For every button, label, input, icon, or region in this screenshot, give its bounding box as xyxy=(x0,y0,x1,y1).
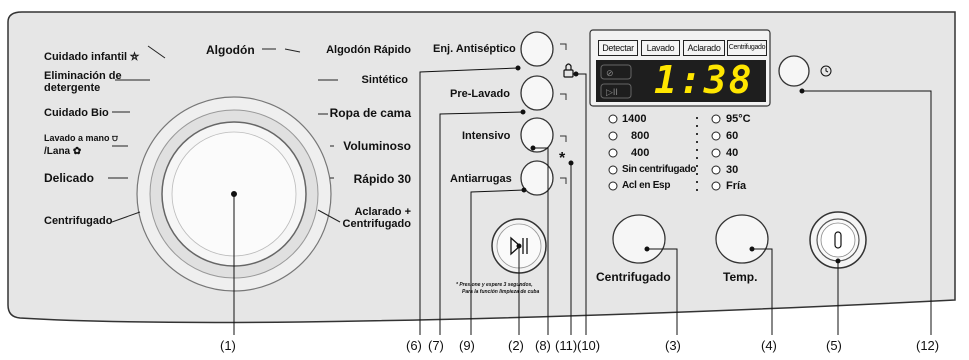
display-screen xyxy=(596,60,766,102)
temp-30: 30 xyxy=(726,164,739,176)
start-note-line2: Para la función limpieza de cuba xyxy=(462,289,540,295)
enj-antiseptico-button[interactable] xyxy=(521,32,553,66)
program-lavado-a-mano: Lavado a mano ⩌ xyxy=(44,133,118,143)
program-lana: /Lana ✿ xyxy=(44,146,82,157)
start-note-line1: * Presione y espere 3 segundos, xyxy=(456,282,533,288)
program-algodon: Algodón xyxy=(206,43,255,57)
hand-wash-icon: ⩌ xyxy=(112,133,118,143)
temp-40: 40 xyxy=(726,147,739,159)
temp-fria: Fría xyxy=(726,180,747,192)
power-button[interactable] xyxy=(810,212,866,268)
spin-button-shape xyxy=(612,214,666,264)
intensivo-button[interactable] xyxy=(521,118,553,152)
play-pause-icon xyxy=(510,236,528,256)
spin-acl-en-esp: Acl en Esp xyxy=(622,180,671,191)
callout-10: (10) xyxy=(577,338,601,353)
program-algodon-rapido: Algodón Rápido xyxy=(326,44,411,56)
program-voluminoso: Voluminoso xyxy=(343,139,411,153)
callout-2: (2) xyxy=(508,338,524,353)
display-time: 1:38 xyxy=(654,58,754,102)
start-pause-button[interactable] xyxy=(492,219,546,273)
baby-shirt-icon: ⛥ xyxy=(130,51,139,63)
program-eliminacion-detergente-2: detergente xyxy=(44,82,101,94)
antiarrugas-label: Antiarrugas xyxy=(450,173,512,185)
svg-text:▷II: ▷II xyxy=(606,87,618,97)
star-mark: * xyxy=(559,150,566,167)
program-cuidado-infantil: Cuidado infantil ⛥ xyxy=(44,51,139,63)
timer-button-shape xyxy=(778,55,810,87)
enj-antiseptico-label: Enj. Antiséptico xyxy=(433,43,516,55)
display-tab-lavado: Lavado xyxy=(641,40,680,56)
program-delicado: Delicado xyxy=(44,171,95,185)
callout-3: (3) xyxy=(665,338,681,353)
program-rapido-30: Rápido 30 xyxy=(353,172,411,186)
callout-6: (6) xyxy=(406,338,422,353)
temp-button[interactable] xyxy=(716,215,768,263)
program-leader-lines xyxy=(108,45,341,223)
callout-5: (5) xyxy=(826,338,842,353)
callout-leader-lines xyxy=(231,65,932,335)
temp-button-label: Temp. xyxy=(723,270,758,284)
temp-button-shape xyxy=(715,214,769,264)
spin-button[interactable] xyxy=(613,215,665,263)
temp-60: 60 xyxy=(726,130,739,142)
option-button-shapes xyxy=(520,31,554,196)
wool-icon: ✿ xyxy=(72,146,82,157)
antiarrugas-button[interactable] xyxy=(521,161,553,195)
callout-1: (1) xyxy=(220,338,236,353)
power-icon xyxy=(834,231,842,249)
option-indicators xyxy=(608,114,721,191)
callout-11: (11) xyxy=(555,338,578,353)
spin-sin-centrifugado: Sin centrifugado xyxy=(622,164,697,175)
spin-button-label: Centrifugado xyxy=(596,270,671,284)
spin-800: 800 xyxy=(631,130,650,142)
program-sintetico: Sintético xyxy=(361,74,408,86)
svg-text:⊘: ⊘ xyxy=(606,68,614,78)
pre-lavado-label: Pre-Lavado xyxy=(450,88,510,100)
timer-button[interactable] xyxy=(779,56,809,86)
callout-4: (4) xyxy=(761,338,777,353)
program-eliminacion-detergente-1: Eliminación de xyxy=(44,70,122,82)
callout-7: (7) xyxy=(428,338,444,353)
spin-1400: 1400 xyxy=(622,113,647,125)
program-cuidado-bio: Cuidado Bio xyxy=(44,107,109,119)
program-aclarado-centrifugado-2: Centrifugado xyxy=(342,218,411,230)
callout-12: (12) xyxy=(916,338,940,353)
spin-400: 400 xyxy=(631,147,650,159)
program-aclarado-centrifugado-1: Aclarado + xyxy=(354,206,411,218)
callout-8: (8) xyxy=(535,338,551,353)
display-tab-detectar: Detectar xyxy=(598,40,638,56)
timer-icon xyxy=(820,65,832,77)
display-tab-aclarado: Aclarado xyxy=(683,40,725,56)
intensivo-label: Intensivo xyxy=(462,130,511,142)
program-centrifugado: Centrifugado xyxy=(44,215,113,227)
display-tab-centrifugado: Centrifugado xyxy=(727,40,767,56)
temp-95: 95°C xyxy=(726,113,751,125)
callout-9: (9) xyxy=(459,338,475,353)
pre-lavado-button[interactable] xyxy=(521,76,553,110)
child-lock-icon xyxy=(563,63,574,78)
program-ropa-de-cama: Ropa de cama xyxy=(329,106,411,120)
